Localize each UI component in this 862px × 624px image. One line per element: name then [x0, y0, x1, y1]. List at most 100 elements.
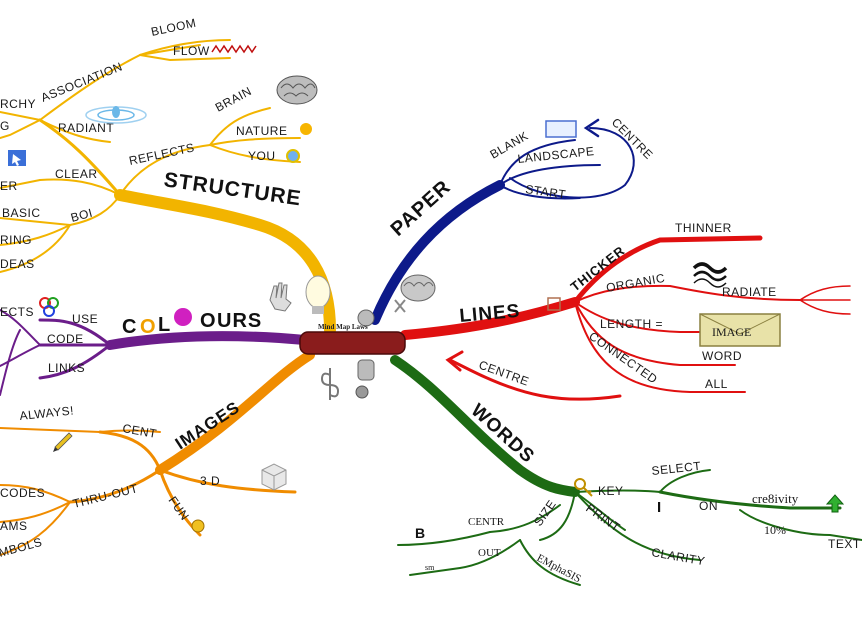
images-sub-line [99, 429, 161, 433]
paper-sub-line [509, 127, 635, 199]
colours-sub-line [0, 309, 41, 346]
center-label: Mind Map Laws [318, 323, 368, 331]
robot-figure-icon [355, 309, 375, 399]
node-clear: CLEAR [55, 167, 98, 181]
center-brain-icon [400, 274, 436, 302]
lines-sub-line [574, 301, 701, 333]
structure-sub-line [139, 39, 231, 56]
node-radiate: RADIATE [722, 285, 777, 299]
words-sub-line [658, 490, 842, 510]
images-sub-line [158, 468, 297, 494]
words-sub-line [397, 531, 491, 546]
lightbulb-icon [305, 275, 331, 314]
node-ects: ECTS [0, 305, 34, 319]
lines-sub-line [799, 285, 851, 315]
node-emphasis: EMphaSIS [535, 552, 583, 585]
words-sub-line [519, 539, 581, 586]
node-always: ALWAYS! [19, 403, 75, 423]
images-branch-group [0, 350, 315, 556]
lines-sub-line [574, 301, 736, 366]
node-association: ASSOCIATION [39, 59, 125, 104]
structure-sub-line [69, 194, 121, 226]
node-boi: BOI [69, 206, 94, 225]
structure-sub-line [0, 224, 71, 246]
sun-icon [300, 123, 312, 135]
paper-sub-line [499, 184, 581, 200]
node-image: IMAGE [712, 325, 751, 339]
node-length: LENGTH = [600, 317, 663, 331]
colours-letter-c: C [122, 316, 137, 338]
node-bloom: BLOOM [150, 16, 198, 39]
paper-branch-label: PAPER [387, 176, 456, 241]
node-g: G [0, 119, 10, 133]
node-cent: CENT [121, 421, 158, 441]
node-you: YOU [248, 149, 276, 163]
brain-icon [276, 75, 318, 105]
node-key: KEY [598, 484, 624, 498]
node-threed: 3 D [200, 474, 220, 488]
smiley-icon [191, 519, 205, 533]
lines-main-branch [400, 297, 580, 340]
words-sub-line [659, 469, 711, 493]
center-image: Mind Map Laws [269, 274, 436, 400]
node-nature: NATURE [236, 124, 287, 138]
node-connected: CONNECTED [586, 329, 660, 387]
node-b: B [415, 525, 426, 541]
node-clarity: CLARITY [650, 545, 706, 568]
image-envelope-icon: IMAGE [699, 313, 781, 347]
node-er: ER [0, 179, 18, 193]
node-select: SELECT [651, 459, 702, 478]
colours-branch-group [0, 309, 310, 396]
node-reflects: REFLECTS [128, 140, 196, 168]
structure-sub-line [0, 217, 71, 226]
words-sub-line [574, 491, 701, 561]
lines-box-icon [547, 297, 561, 311]
flower-icon [286, 149, 300, 163]
colours-sub-line [38, 343, 112, 380]
colours-ball-icon [174, 308, 192, 326]
hand-icon [269, 282, 292, 312]
node-code: CODE [47, 332, 84, 346]
paper-arrowhead [583, 118, 600, 138]
colours-sub-line [0, 344, 41, 367]
words-sub-line [489, 504, 561, 533]
node-on: ON [699, 499, 718, 513]
images-sub-line [0, 501, 71, 556]
structure-sub-line [0, 119, 41, 139]
lines-arrowhead [445, 350, 464, 372]
node-fun: FUN [166, 494, 192, 523]
dollar-icon [320, 368, 340, 400]
structure-sub-line [119, 144, 211, 196]
node-cre8ivity: cre8ivity [752, 491, 799, 506]
images-branch-label: IMAGES [172, 398, 244, 454]
paper-sub-line [499, 164, 601, 186]
paper-branch-group [370, 118, 635, 325]
colours-letters-urs: URS [217, 310, 262, 332]
cube-icon [261, 463, 287, 491]
node-organic: ORGANIC [605, 271, 666, 295]
node-size: SIZE [531, 497, 559, 529]
words-branch-group [390, 355, 862, 586]
structure-sub-line [38, 118, 122, 197]
structure-sub-line [209, 144, 301, 163]
node-landscape: LANDSCAPE [517, 144, 595, 166]
structure-sub-line [39, 119, 111, 143]
wavy-lines-icon [692, 262, 728, 288]
node-ring: RING [0, 233, 32, 247]
images-sub-line [0, 427, 101, 433]
node-word: WORD [702, 349, 742, 363]
center-knife-body [299, 331, 406, 355]
lines-branch-group [400, 235, 851, 401]
up-arrow-icon [825, 494, 845, 513]
lines-sub-line [448, 358, 622, 401]
structure-sub-line [0, 224, 71, 273]
node-radiant: RADIANT [58, 121, 114, 135]
lines-sub-line [572, 235, 763, 305]
images-main-branch [155, 350, 315, 475]
node-text: TEXT [828, 537, 861, 551]
colours-main-branch [105, 331, 310, 350]
words-main-branch [390, 355, 580, 497]
paper-sub-line [499, 139, 576, 186]
node-codes: CODES [0, 486, 45, 500]
